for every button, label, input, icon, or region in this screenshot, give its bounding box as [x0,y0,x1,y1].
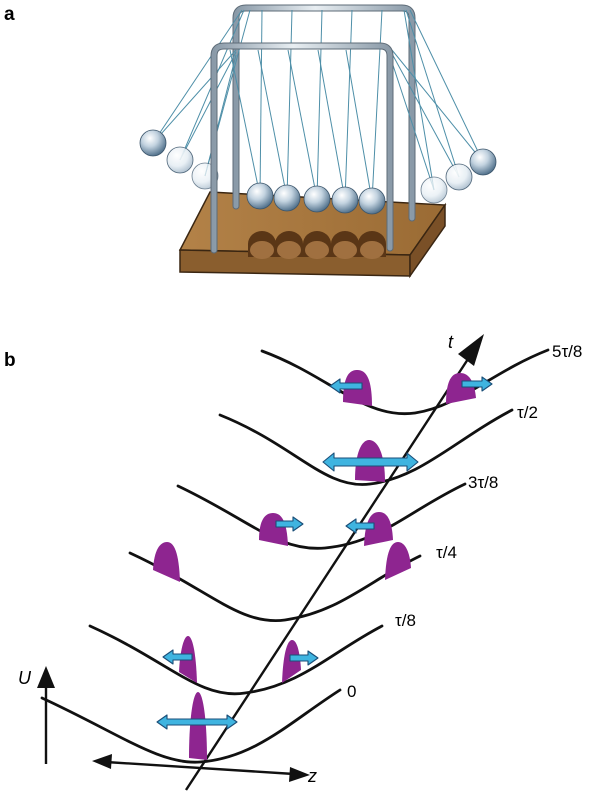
curve-0 [40,688,342,764]
time-label-5tau8: 5τ/8 [552,342,582,361]
time-label-tau4: τ/4 [436,543,457,562]
packet [153,542,180,582]
packet [364,512,393,546]
position-axis-label: z [307,766,317,786]
time-label-tau8: τ/8 [395,611,416,630]
curve-tau2 [218,408,514,486]
panel-b-label: b [4,350,16,371]
base-recesses [248,231,386,259]
double-arrow-icon [275,516,304,532]
packet [385,542,411,580]
curve-3tau8 [176,482,467,550]
swung-ball-right [469,148,497,176]
packet [189,692,207,760]
swung-ball-left [139,129,167,157]
wave-packets [153,370,476,760]
time-label-3tau8: 3τ/8 [468,473,498,492]
curve-tau4 [128,551,422,623]
double-arrow-icon [329,378,363,394]
time-label-tau2: τ/2 [517,403,538,422]
packet [446,373,476,404]
pendulum-balls [139,129,497,215]
double-arrow-icon [162,649,193,665]
energy-axis [37,666,55,764]
curve-5tau8 [260,348,550,416]
double-arrow-icon [345,518,375,534]
newtons-cradle-illustration [139,4,497,279]
time-axis-label: t [448,332,454,352]
double-arrow-icon [461,376,493,392]
position-axis [92,754,310,782]
time-axis [184,334,484,791]
energy-axis-label: U [18,668,32,688]
front-frame [210,42,394,254]
velocity-arrows [156,376,493,730]
double-arrow-icon [322,452,419,472]
packet [259,513,288,546]
double-arrow-icon [289,650,319,666]
double-arrow-icon [156,714,238,730]
potential-curves [40,348,550,764]
time-label-0: 0 [347,682,356,701]
curve-tau8 [88,624,384,696]
panel-a-label: a [4,4,15,25]
